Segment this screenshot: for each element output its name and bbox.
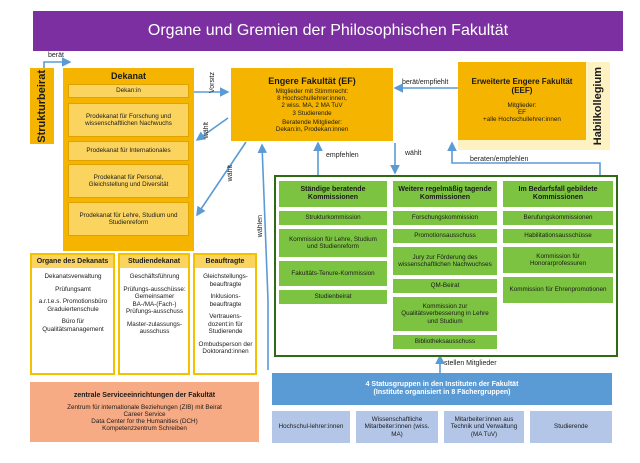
kommission-habilitation: Habilitationsausschüsse [502, 228, 614, 244]
zentrale-service-item: Data Center for the Humanities (DCH) [91, 417, 198, 425]
zentrale-service-item: Kompetenzzentrum Schreiben [102, 424, 187, 432]
beauftragte-item: Vertrauens-dozent:in für Studierende [208, 313, 243, 336]
label-waehlt-1: wählt [203, 122, 210, 139]
kommission-tenure: Fakultäts-Tenure-Kommission [278, 260, 388, 287]
statusgruppen-title: 4 Statusgruppen in den Instituten der Fa… [365, 381, 519, 389]
ef-member-1: 8 Hochschullehrer:innen, [277, 95, 347, 103]
eef-box: Erweiterte Engere Fakultät (EEF) Mitglie… [458, 62, 586, 140]
statusgruppen-bar: 4 Statusgruppen in den Instituten der Fa… [272, 373, 612, 405]
zentrale-service-item: Career Service [123, 410, 166, 418]
habilkollegium-box: Habilkollegium [588, 62, 608, 150]
dekanat-item-internationales: Prodekanat für Internationales [68, 141, 189, 161]
label-waehlt-2: wählt [227, 165, 234, 182]
dekanat-item-lehre: Prodekanat für Lehre, Studium und Studie… [68, 202, 189, 236]
kommission-qm-beirat: QM-Beirat [392, 278, 498, 294]
label-empfehlen: empfehlen [326, 152, 359, 159]
kommission-honorar: Kommission für Honorarprofessuren [502, 246, 614, 274]
studiendekanat-item: Prüfungs-ausschüsse: Gemeinsamer BA-/MA-… [123, 285, 186, 316]
strukturbeirat-label: Strukturbeirat [35, 69, 48, 143]
beauftragte-item: Gleichstellungs-beauftragte [203, 273, 248, 288]
ef-member-3: 3 Studierende [292, 109, 332, 117]
ef-members-label: Mitglieder mit Stimmrecht: [275, 88, 349, 96]
label-stellen-mitglieder: stellen Mitglieder [444, 360, 497, 367]
kommission-studienbeirat: Studienbeirat [278, 289, 388, 305]
eef-members-label: Mitglieder: [507, 102, 537, 110]
kommission-jury: Jury zur Förderung des wissenschaftliche… [392, 246, 498, 276]
statusgruppen-subtitle: (Institute organisiert in 8 Fächergruppe… [373, 389, 511, 396]
ef-advisory: Dekan:in, Prodekan:innen [275, 125, 349, 133]
kommission-strukturkommission: Strukturkommission [278, 210, 388, 226]
page-title-text: Organe und Gremien der Philosophischen F… [147, 22, 509, 40]
organe-item: Dekanatsverwaltung [44, 273, 102, 280]
arrow-beraet [43, 57, 72, 68]
dekanat-item-dekan: Dekan:in [68, 84, 189, 98]
beauftragte-item: Inklusions-beauftragte [209, 293, 242, 308]
label-beraten-empfehlen: beraten/empfehlen [470, 156, 529, 163]
studiendekanat-item: Master-zulassungs-ausschuss [127, 320, 182, 336]
kommission-header-bedarf: Im Bedarfsfall gebildete Kommissionen [502, 180, 614, 208]
arrow-waehlt-2 [196, 141, 247, 217]
engere-fakultaet-title: Engere Fakultät (EF) [268, 76, 356, 87]
kommission-qualitaet: Kommission zur Qualitätsverbesserung in … [392, 296, 498, 332]
zentrale-service-title: zentrale Serviceeinrichtungen der Fakult… [73, 391, 216, 399]
kommission-forschung: Forschungskommission [392, 210, 498, 226]
kommission-bibliothek: Bibliotheksausschuss [392, 334, 498, 350]
label-waehlen: wählen [257, 215, 264, 238]
studiendekanat-title: Studiendekanat [120, 255, 188, 268]
eef-title: Erweiterte Engere Fakultät (EEF) [471, 77, 573, 96]
kommission-lehre: Kommission für Lehre, Studium und Studie… [278, 228, 388, 258]
organe-item: Prüfungsamt [55, 285, 91, 293]
page-title: Organe und Gremien der Philosophischen F… [33, 11, 623, 51]
kommission-header-weitere: Weitere regelmäßig tagende Kommissionen [392, 180, 498, 208]
dekanat-item-forschung: Prodekanat für Forschung und wissenschaf… [68, 103, 189, 137]
statusgruppe-studierende: Studierende [530, 411, 612, 443]
label-beraet-empfiehlt: berät/empfiehlt [402, 79, 449, 86]
dekanat-title: Dekanat [110, 71, 146, 81]
beauftragte-title: Beauftragte [195, 255, 255, 268]
kommission-ehrenpromotion: Kommission für Ehrenpromotionen [502, 276, 614, 304]
organe-item: Büro für Qualitätsmanagement [42, 318, 104, 333]
zentrale-service-item: Zentrum für internationale Beziehungen (… [67, 403, 222, 411]
arrow-waehlen [257, 143, 269, 370]
beauftragte-box: Beauftragte Gleichstellungs-beauftragte … [193, 253, 257, 375]
ef-member-2: 2 wiss. MA, 2 MA TuV [281, 102, 343, 110]
studiendekanat-item: Geschäftsführung [129, 273, 180, 280]
habilkollegium-label: Habilkollegium [591, 66, 604, 146]
strukturbeirat-box: Strukturbeirat [30, 68, 54, 144]
kommission-promotion: Promotionsausschuss [392, 228, 498, 244]
studiendekanat-box: Studiendekanat Geschäftsführung Prüfungs… [118, 253, 190, 375]
organe-dekanat-box: Organe des Dekanats Dekanatsverwaltung P… [30, 253, 115, 375]
beauftragte-item: Ombudsperson der Doktorand:innen [198, 340, 253, 356]
arrow-beraten-empfehlen [447, 141, 601, 175]
zentrale-service-box: zentrale Serviceeinrichtungen der Fakult… [30, 382, 259, 442]
arrow-waehlt-1 [195, 117, 229, 141]
statusgruppe-ma-tuv: Mitarbeiter:innen aus Technik und Verwal… [444, 411, 524, 443]
label-waehlt-3: wählt [405, 150, 422, 157]
statusgruppe-hochschullehrer: Hochschul-lehrer:innen [272, 411, 350, 443]
organe-item: a.r.t.e.s. Promotionsbüro Graduiertensch… [38, 298, 108, 313]
label-beraet: berät [48, 52, 64, 59]
label-vorsitz: Vorsitz [209, 72, 216, 94]
kommission-header-staendig: Ständige beratende Kommissionen [278, 180, 388, 208]
ef-advisory-label: Beratende Mitglieder: [282, 118, 342, 126]
statusgruppe-wiss-ma: Wissenschaftliche Mitarbeiter:innen (wis… [356, 411, 438, 443]
kommission-berufung: Berufungskommissionen [502, 210, 614, 226]
organe-dekanat-title: Organe des Dekanats [32, 255, 113, 268]
eef-member-1: EF [517, 109, 527, 117]
engere-fakultaet-box: Engere Fakultät (EF) Mitglieder mit Stim… [231, 68, 393, 141]
dekanat-item-personal: Prodekanat für Personal, Gleichstellung … [68, 164, 189, 198]
eef-member-2: +alle Hochschullehrer:innen [483, 116, 561, 124]
